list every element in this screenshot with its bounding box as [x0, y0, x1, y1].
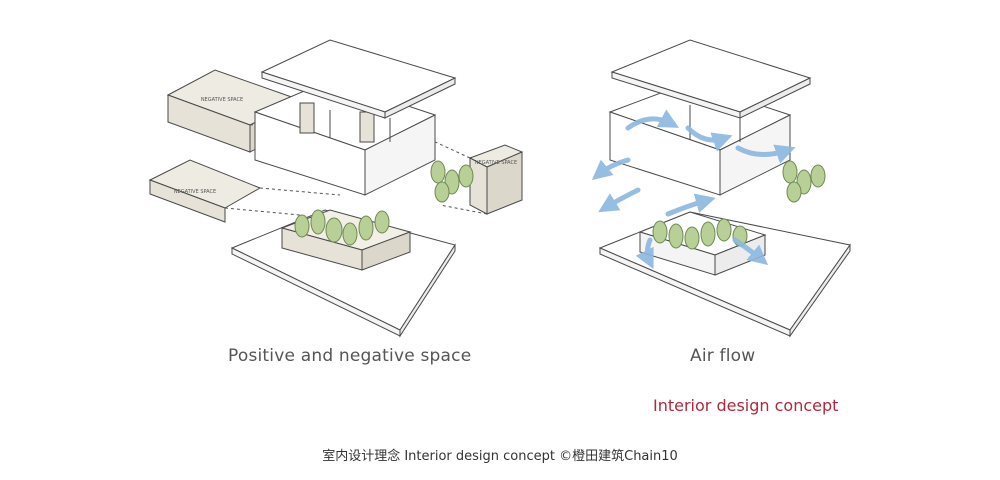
air-flow-arrows	[591, 109, 796, 270]
negative-space-block-right: NEGATIVE SPACE	[468, 144, 524, 215]
positive-negative-space-diagram: NEGATIVE SPACE NEGATIVE SPACE NEGATIVE S…	[148, 39, 524, 338]
negative-space-label-2: NEGATIVE SPACE	[174, 189, 216, 195]
side-trees-right	[782, 160, 826, 203]
negative-space-block-left: NEGATIVE SPACE	[148, 159, 262, 223]
side-trees	[430, 160, 474, 203]
roof-slab-right	[610, 39, 812, 119]
image-caption: 室内设计理念 Interior design concept ©橙田建筑Chai…	[322, 449, 678, 464]
concept-label: Interior design concept	[653, 396, 839, 415]
air-flow-diagram	[591, 39, 851, 338]
negative-space-label-3: NEGATIVE SPACE	[475, 160, 517, 166]
courtyard-trees-right	[652, 218, 748, 250]
upper-floor-box	[253, 79, 437, 196]
courtyard-trees	[294, 209, 390, 246]
roof-slab	[260, 39, 457, 119]
diagram-title-air-flow: Air flow	[690, 346, 756, 366]
negative-space-label-1: NEGATIVE SPACE	[201, 97, 243, 103]
diagram-title-positive-negative-space: Positive and negative space	[228, 346, 472, 366]
